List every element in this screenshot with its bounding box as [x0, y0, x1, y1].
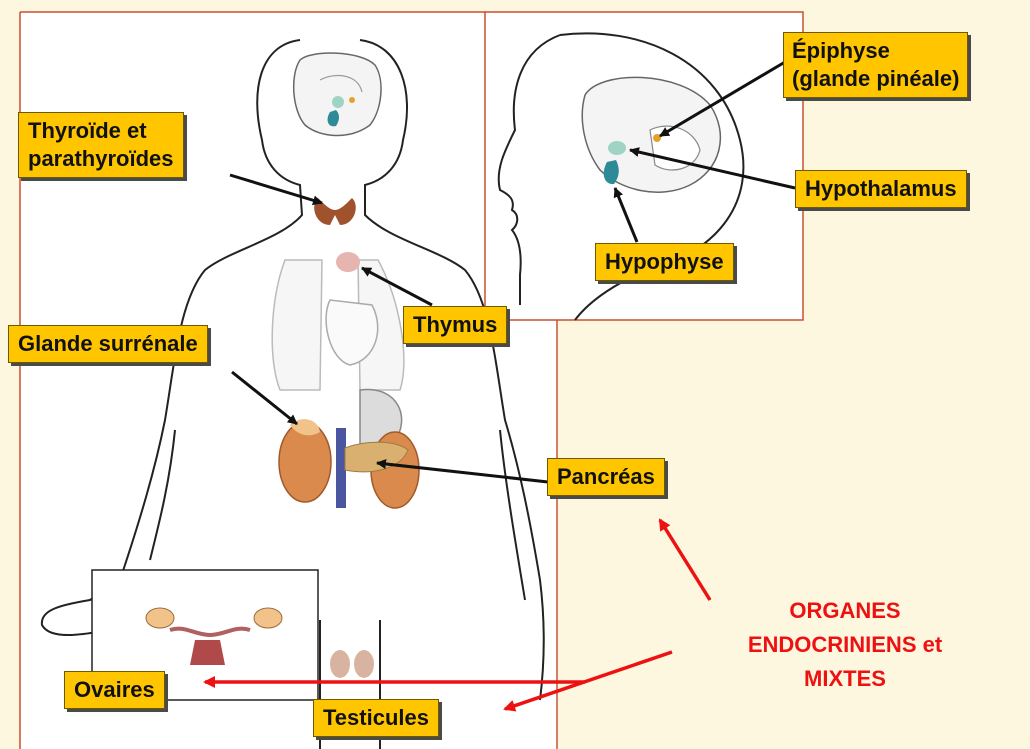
label-glande-surrenale: Glande surrénale — [8, 325, 208, 363]
label-ovaires: Ovaires — [64, 671, 165, 709]
label-epiphyse: Épiphyse (glande pinéale) — [783, 32, 968, 98]
label-thymus: Thymus — [403, 306, 507, 344]
label-hypophyse: Hypophyse — [595, 243, 734, 281]
label-thyroide: Thyroïde et parathyroïdes — [18, 112, 184, 178]
label-pancreas: Pancréas — [547, 458, 665, 496]
main-brain — [294, 53, 381, 135]
label-hypothalamus: Hypothalamus — [795, 170, 967, 208]
callout-organes-endocriniens: ORGANES ENDOCRINIENS et MIXTES — [695, 594, 995, 696]
label-testicules: Testicules — [313, 699, 439, 737]
